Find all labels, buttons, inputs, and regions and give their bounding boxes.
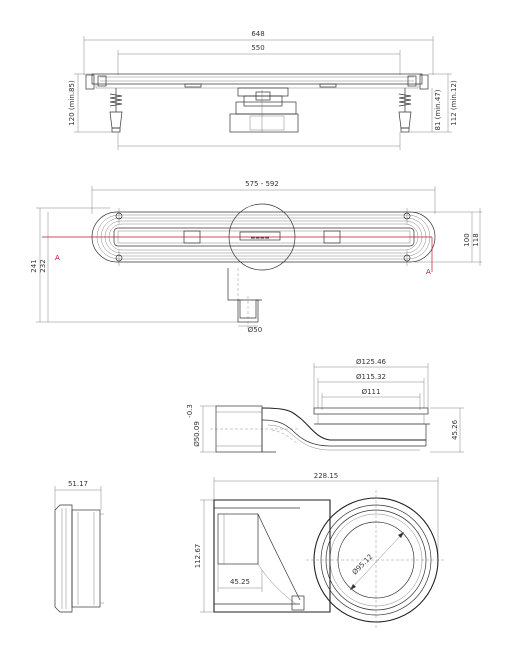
trap-flange: [313, 407, 429, 415]
section-label-left: A: [55, 254, 60, 262]
dim-648: 648: [251, 30, 264, 38]
trap-bottom-height: 112.67: [194, 544, 202, 569]
bottom-outlet-pipe: [217, 513, 259, 565]
dim-height-right-b: 112 (min.12): [450, 80, 458, 126]
drain-body: [229, 87, 299, 133]
dim-550: 550: [251, 44, 264, 52]
left-foot: [109, 88, 123, 133]
dim-118: 118: [472, 233, 480, 246]
dim-100: 100: [463, 233, 471, 246]
dim-d3: Ø111: [362, 388, 381, 396]
dim-d1: Ø125.46: [356, 358, 387, 366]
dim-height-right-a: 81 (min.47): [434, 89, 442, 130]
dim-height-left: 120 (min.85): [68, 80, 76, 126]
right-foot: [398, 88, 412, 133]
ring-profile: [54, 504, 73, 613]
logo-mark: ▬▬▬▬: [251, 235, 270, 241]
dim-length: 575 - 592: [245, 180, 279, 188]
section-label-right: A: [426, 268, 431, 276]
ring-width: 51.17: [68, 480, 88, 488]
channel-body: [91, 73, 423, 85]
trap-length: 228.15: [314, 472, 339, 480]
trap-bottom-view: 228.15 Ø95.12 112.67 45.25: [194, 472, 446, 630]
trap-inner-diameter: Ø95.12: [351, 553, 375, 577]
elevation-view: 648 550: [68, 30, 458, 150]
trap-body: [213, 499, 331, 613]
logo-plate: [239, 231, 281, 241]
trap-outline: [261, 407, 426, 441]
plan-view: 575 - 592 ▬▬▬▬: [30, 180, 482, 334]
dim-d2: Ø115.32: [356, 373, 386, 381]
trap-side-view: Ø125.46 Ø115.32 Ø111 Ø50.09 -0.3: [186, 358, 464, 453]
trap-height: 45.26: [451, 419, 459, 440]
dim-232: 232: [39, 259, 47, 272]
mount-holes: [115, 208, 411, 266]
outlet-pipe: [227, 268, 262, 330]
trap-outlet-diameter: Ø50.09: [193, 421, 201, 447]
pipe-offset: 45.25: [230, 578, 250, 586]
ring-section-view: 51.17: [54, 480, 104, 613]
trap-outlet-tolerance: -0.3: [186, 404, 194, 418]
outlet-diameter: Ø50: [248, 326, 262, 334]
dim-241: 241: [30, 259, 38, 272]
